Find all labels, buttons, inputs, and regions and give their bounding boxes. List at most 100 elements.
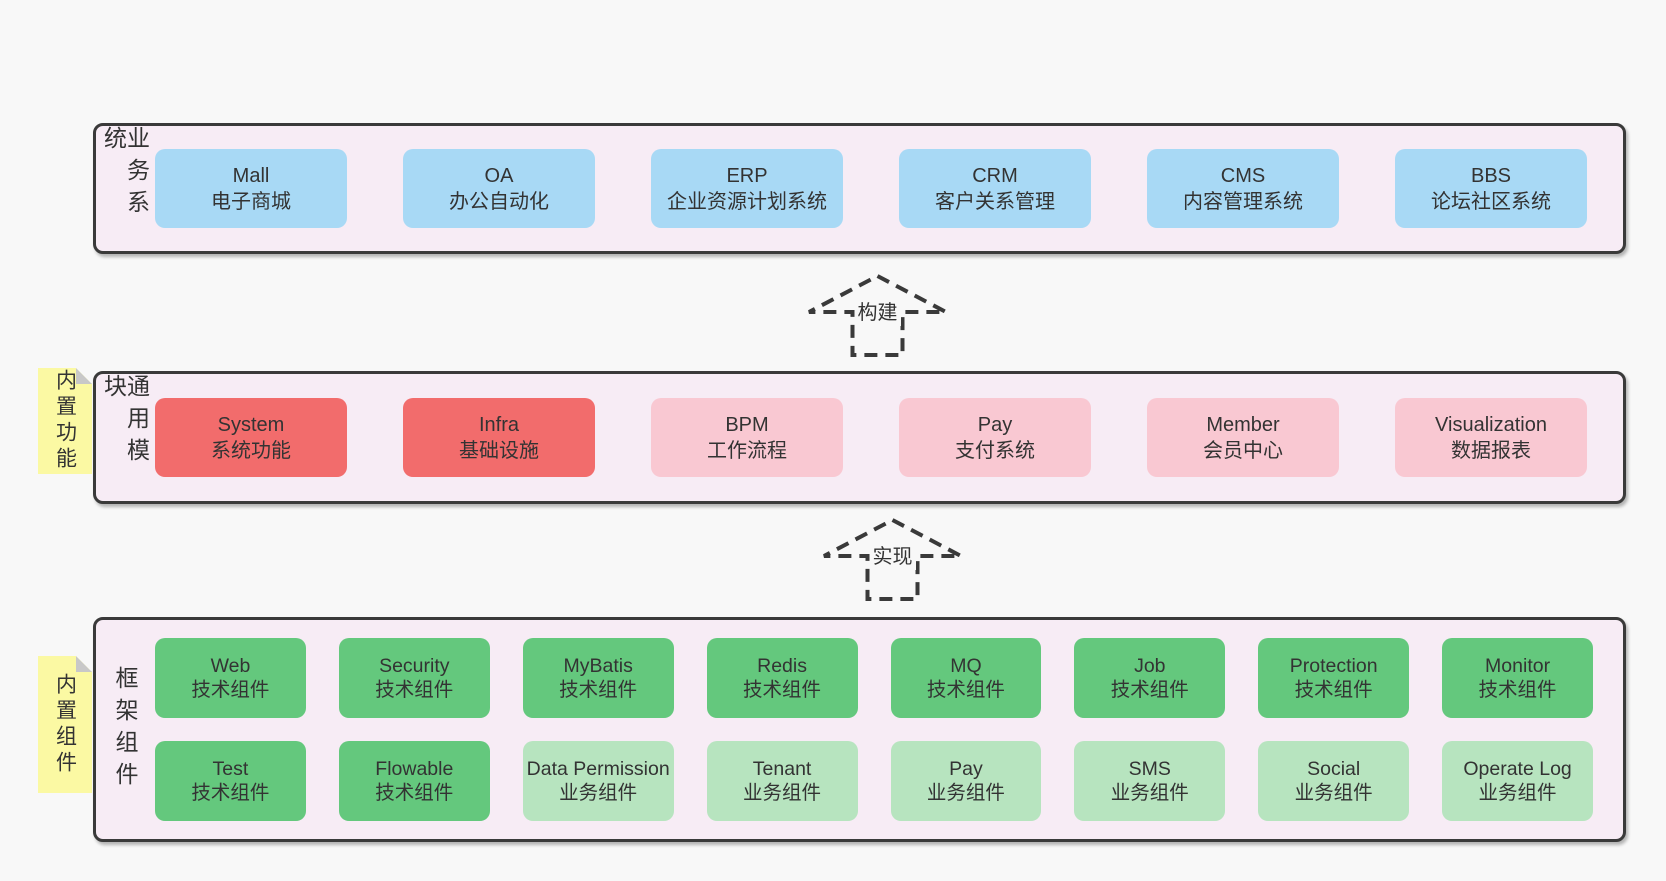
box-title: Security — [379, 655, 450, 677]
box-mybatis: MyBatis 技术组件 — [522, 638, 674, 718]
section-label-components: 框架组件 — [96, 620, 153, 839]
box-title: Tenant — [752, 758, 812, 780]
box-title: MyBatis — [563, 655, 633, 677]
box-security: Security 技术组件 — [338, 638, 490, 718]
business-boxes: Mall 电子商城 OA 办公自动化 ERP 企业资源计划系统 CRM 客户关系… — [153, 126, 1623, 251]
box-subtitle: 系统功能 — [211, 439, 291, 462]
box-subtitle: 技术组件 — [191, 782, 270, 804]
box-title: Redis — [757, 655, 807, 677]
box-subtitle: 技术组件 — [1478, 679, 1557, 701]
box-subtitle: 技术组件 — [191, 679, 270, 701]
box-system: System 系统功能 — [155, 398, 347, 477]
box-redis: Redis 技术组件 — [706, 638, 858, 718]
box-mq: MQ 技术组件 — [890, 638, 1042, 718]
box-title: Member — [1206, 413, 1280, 436]
section-common-modules: 通用模块 System 系统功能 Infra 基础设施 BPM 工作流程 Pay… — [93, 371, 1626, 504]
box-flowable: Flowable 技术组件 — [338, 741, 490, 821]
box-subtitle: 论坛社区系统 — [1431, 190, 1551, 213]
box-subtitle: 技术组件 — [1294, 679, 1373, 701]
box-subtitle: 企业资源计划系统 — [667, 190, 827, 213]
box-member: Member 会员中心 — [1147, 398, 1339, 477]
box-sms: SMS 业务组件 — [1074, 741, 1226, 821]
box-title: Data Permission — [526, 758, 670, 780]
box-title: BPM — [725, 413, 769, 436]
box-erp: ERP 企业资源计划系统 — [651, 149, 843, 228]
box-title: Monitor — [1485, 655, 1551, 677]
box-subtitle: 内容管理系统 — [1183, 190, 1303, 213]
box-title: Social — [1307, 758, 1361, 780]
box-bbs: BBS 论坛社区系统 — [1395, 149, 1587, 228]
box-visualization: Visualization 数据报表 — [1395, 398, 1587, 477]
arrow-label: 构建 — [854, 300, 901, 326]
box-social: Social 业务组件 — [1258, 741, 1410, 821]
box-subtitle: 业务组件 — [1478, 782, 1557, 804]
box-oa: OA 办公自动化 — [403, 149, 595, 228]
box-operate-log: Operate Log 业务组件 — [1442, 741, 1593, 821]
box-subtitle: 技术组件 — [375, 782, 454, 804]
box-web: Web 技术组件 — [155, 638, 306, 718]
box-subtitle: 电子商城 — [211, 190, 291, 213]
section-label-modules: 通用模块 — [96, 374, 153, 501]
box-subtitle: 数据报表 — [1451, 439, 1531, 462]
box-subtitle: 会员中心 — [1203, 439, 1283, 462]
box-title: BBS — [1470, 164, 1512, 187]
box-bpm: BPM 工作流程 — [651, 398, 843, 477]
box-pay: Pay 支付系统 — [899, 398, 1091, 477]
box-subtitle: 技术组件 — [926, 679, 1005, 701]
box-title: Test — [212, 758, 249, 780]
sticky-note-builtin-components: 内置组件 — [38, 656, 92, 793]
box-subtitle: 客户关系管理 — [935, 190, 1055, 213]
component-rows: Web 技术组件 Security 技术组件 MyBatis 技术组件 Redi… — [153, 620, 1623, 839]
module-boxes: System 系统功能 Infra 基础设施 BPM 工作流程 Pay 支付系统… — [153, 374, 1623, 501]
box-subtitle: 技术组件 — [375, 679, 454, 701]
box-title: MQ — [950, 655, 982, 677]
box-mall: Mall 电子商城 — [155, 149, 347, 228]
section-label-business: 业务系统 — [96, 126, 153, 251]
box-subtitle: 业务组件 — [743, 782, 822, 804]
component-row-2: Test 技术组件 Flowable 技术组件 Data Permission … — [155, 741, 1593, 821]
box-title: Infra — [478, 413, 520, 436]
box-title: CRM — [972, 164, 1018, 187]
box-subtitle: 技术组件 — [559, 679, 638, 701]
up-arrow-implement: 实现 — [821, 517, 964, 602]
section-framework-components: 框架组件 Web 技术组件 Security 技术组件 MyBatis 技术组件… — [93, 617, 1626, 842]
box-title: System — [217, 413, 285, 436]
sticky-text: 内置功能 — [53, 369, 77, 473]
box-title: CMS — [1220, 164, 1266, 187]
arrow-label: 实现 — [869, 544, 916, 570]
box-title: Pay — [977, 413, 1013, 436]
box-subtitle: 工作流程 — [707, 439, 787, 462]
box-title: Visualization — [1435, 413, 1547, 436]
box-subtitle: 业务组件 — [1110, 782, 1189, 804]
box-job: Job 技术组件 — [1074, 638, 1226, 718]
box-title: Pay — [949, 758, 983, 780]
box-subtitle: 业务组件 — [1294, 782, 1373, 804]
box-tenant: Tenant 业务组件 — [706, 741, 858, 821]
folded-corner-icon — [76, 368, 92, 384]
folded-corner-icon — [76, 656, 92, 672]
sticky-note-builtin-features: 内置功能 — [38, 368, 92, 474]
box-title: Operate Log — [1463, 758, 1572, 780]
box-subtitle: 业务组件 — [559, 782, 638, 804]
box-title: Web — [210, 655, 251, 677]
box-title: OA — [484, 164, 514, 187]
box-subtitle: 技术组件 — [743, 679, 822, 701]
box-title: Flowable — [375, 758, 454, 780]
box-pay-biz: Pay 业务组件 — [890, 741, 1042, 821]
box-monitor: Monitor 技术组件 — [1442, 638, 1593, 718]
box-title: Job — [1134, 655, 1166, 677]
box-subtitle: 支付系统 — [955, 439, 1035, 462]
section-label-text: 业务系统 — [100, 126, 150, 222]
up-arrow-build: 构建 — [806, 273, 949, 358]
section-business-systems: 业务系统 Mall 电子商城 OA 办公自动化 ERP 企业资源计划系统 CRM… — [93, 123, 1626, 254]
box-infra: Infra 基础设施 — [403, 398, 595, 477]
box-subtitle: 办公自动化 — [449, 190, 549, 213]
box-crm: CRM 客户关系管理 — [899, 149, 1091, 228]
sticky-text: 内置组件 — [53, 672, 77, 777]
box-title: SMS — [1128, 758, 1171, 780]
box-cms: CMS 内容管理系统 — [1147, 149, 1339, 228]
box-subtitle: 业务组件 — [926, 782, 1005, 804]
box-title: Mall — [232, 164, 270, 187]
section-label-text: 通用模块 — [100, 374, 150, 470]
